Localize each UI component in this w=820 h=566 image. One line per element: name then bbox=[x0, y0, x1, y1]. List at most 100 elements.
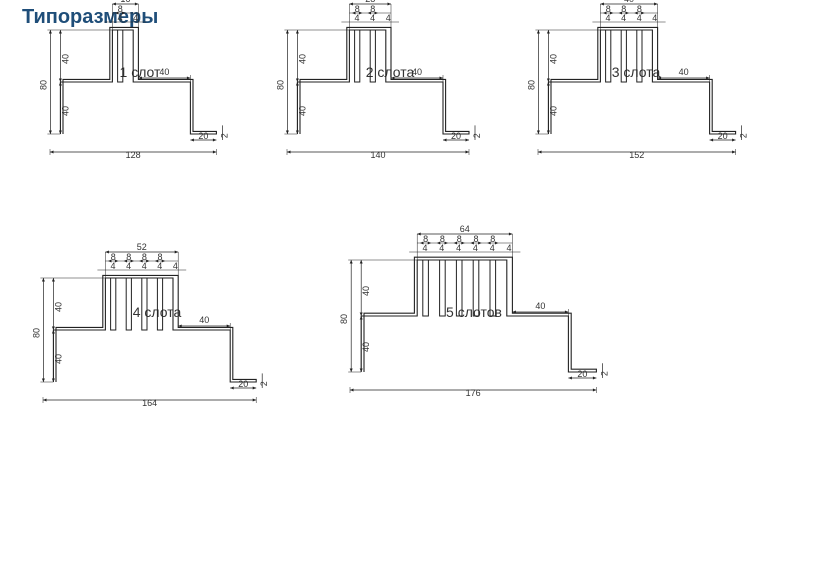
dim-upper-height-label: 40 bbox=[53, 302, 63, 312]
dim-arrow bbox=[252, 386, 257, 390]
dim-arrow bbox=[58, 130, 62, 134]
dim-arrow bbox=[443, 138, 447, 142]
dim-slot-pitch-label: 8 bbox=[423, 234, 428, 244]
dim-arrow bbox=[134, 2, 139, 6]
dim-total-height-label: 80 bbox=[38, 80, 48, 90]
slot-2 bbox=[439, 259, 446, 317]
dim-slot-pitch-label: 8 bbox=[157, 252, 162, 262]
dim-arrow bbox=[358, 11, 363, 15]
slot-1 bbox=[354, 29, 361, 83]
dim-arrow bbox=[115, 11, 119, 15]
dim-upper-height-label: 40 bbox=[548, 54, 558, 64]
slot-2 bbox=[369, 29, 376, 83]
dim-arrow bbox=[706, 76, 710, 80]
dim-arrow bbox=[367, 11, 372, 15]
dim-arrow bbox=[618, 11, 623, 15]
dim-arrow bbox=[625, 11, 629, 15]
dim-arrow bbox=[508, 232, 513, 236]
dim-gap-label: 4 bbox=[354, 13, 359, 23]
profile-outline bbox=[59, 26, 217, 135]
slot-2 bbox=[125, 277, 132, 331]
slot-3 bbox=[636, 29, 643, 83]
dim-gap-label: 4 bbox=[652, 13, 657, 23]
slot-4 bbox=[472, 259, 480, 317]
dim-foot-width-label: 20 bbox=[718, 131, 728, 141]
dim-foot-width-label: 20 bbox=[451, 131, 461, 141]
dim-arrow bbox=[161, 259, 166, 263]
dim-top-width-label: 52 bbox=[137, 242, 147, 252]
dim-arrow bbox=[634, 11, 638, 15]
dim-arrow bbox=[654, 2, 658, 6]
dim-arrow bbox=[538, 150, 542, 154]
dim-base-width-label: 164 bbox=[142, 398, 157, 408]
page-title: Типоразмеры bbox=[22, 6, 159, 28]
dim-arrow bbox=[123, 259, 128, 263]
dim-arrow bbox=[139, 259, 143, 263]
dim-foot-width-label: 20 bbox=[198, 131, 208, 141]
dim-arrow bbox=[391, 76, 395, 80]
dim-arrow bbox=[387, 2, 391, 6]
slot-3 bbox=[455, 259, 463, 317]
dim-arrow bbox=[546, 130, 550, 134]
dim-gap-label: 4 bbox=[490, 243, 495, 253]
dim-slot-pitch-label: 8 bbox=[440, 234, 445, 244]
dim-upper-height-label: 40 bbox=[297, 54, 307, 64]
dim-foot-height-label: 2 bbox=[259, 381, 269, 386]
dim-foot-width-label: 20 bbox=[577, 369, 587, 379]
dim-arrow bbox=[592, 376, 597, 380]
dim-arrow bbox=[420, 241, 424, 245]
dim-arrow bbox=[439, 76, 443, 80]
dim-upper-height-label: 40 bbox=[361, 286, 371, 296]
dim-arrow bbox=[212, 138, 217, 142]
dim-arrow bbox=[427, 241, 432, 245]
dim-arrow bbox=[285, 130, 289, 134]
dim-arrow bbox=[600, 2, 604, 6]
dim-arrow bbox=[465, 138, 469, 142]
dim-arrow bbox=[546, 82, 550, 86]
dim-slot-pitch-label: 8 bbox=[118, 4, 123, 14]
dim-top-width-label: 28 bbox=[365, 0, 375, 4]
dim-total-height-label: 80 bbox=[526, 80, 536, 90]
dim-arrow bbox=[130, 259, 134, 263]
dim-arrow bbox=[154, 259, 159, 263]
dim-lower-height-label: 40 bbox=[53, 354, 63, 364]
dim-arrow bbox=[465, 150, 469, 154]
slot-1 bbox=[605, 29, 612, 83]
dim-arrow bbox=[295, 82, 299, 86]
dim-arrow bbox=[112, 2, 116, 6]
dim-side-width-label: 40 bbox=[159, 67, 169, 77]
dim-arrow bbox=[359, 260, 363, 264]
dim-slot-pitch-label: 8 bbox=[111, 252, 116, 262]
dim-arrow bbox=[230, 386, 234, 390]
dim-arrow bbox=[709, 138, 714, 142]
dim-base-width-label: 140 bbox=[370, 150, 385, 160]
dim-arrow bbox=[58, 82, 62, 86]
dim-foot-height-label: 2 bbox=[219, 133, 229, 138]
dim-gap-label: 4 bbox=[637, 13, 642, 23]
dim-slot-pitch-label: 8 bbox=[621, 4, 626, 14]
dim-arrow bbox=[51, 378, 55, 382]
dim-lower-height-label: 40 bbox=[361, 342, 371, 352]
dim-arrow bbox=[536, 30, 540, 34]
dim-arrow bbox=[470, 241, 474, 245]
dim-base-width-label: 128 bbox=[126, 150, 141, 160]
dim-arrow bbox=[546, 78, 550, 82]
dim-gap-label: 4 bbox=[117, 13, 122, 23]
dim-foot-height-label: 2 bbox=[739, 133, 749, 138]
dim-total-height-label: 80 bbox=[339, 314, 349, 324]
dim-gap-label: 4 bbox=[422, 243, 427, 253]
dim-slot-pitch-label: 8 bbox=[370, 4, 375, 14]
dim-gap-label: 4 bbox=[506, 243, 511, 253]
dim-gap-label: 4 bbox=[173, 261, 178, 271]
dim-arrow bbox=[287, 150, 291, 154]
dim-arrow bbox=[51, 330, 55, 334]
dim-arrow bbox=[641, 11, 645, 15]
dim-arrow bbox=[453, 241, 458, 245]
dim-arrow bbox=[178, 324, 182, 328]
dim-arrow bbox=[732, 150, 736, 154]
dim-arrow bbox=[417, 232, 421, 236]
dim-arrow bbox=[352, 11, 356, 15]
variant-title-1-slot: 1 слот bbox=[119, 64, 161, 80]
dim-slot-pitch-label: 8 bbox=[637, 4, 642, 14]
